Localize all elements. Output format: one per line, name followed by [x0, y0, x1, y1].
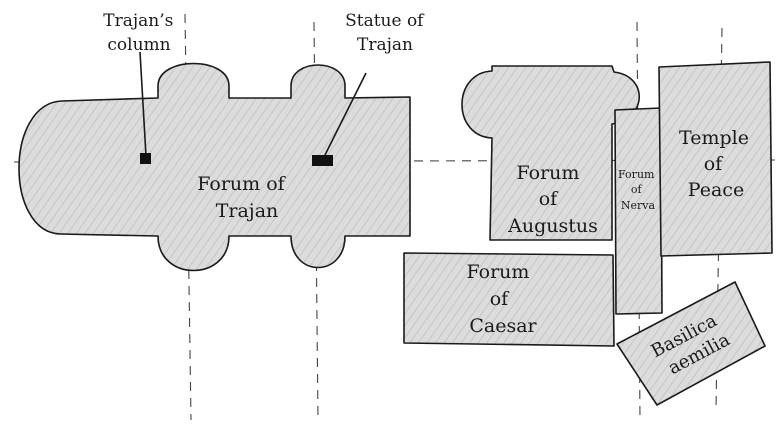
trajans-column-marker [140, 153, 151, 164]
forum-of-trajan-shape [18, 62, 411, 272]
label-trajans-column: Trajan’s column [103, 11, 179, 55]
forum-of-nerva-shape [614, 107, 663, 315]
label-statue-of-trajan: Statue of Trajan [345, 11, 429, 55]
pointer-lines [139, 51, 367, 158]
statue-of-trajan-marker [312, 155, 333, 166]
forum-of-augustus-shape [461, 65, 640, 241]
pointer-statue-of-trajan [323, 72, 367, 158]
label-forum-of-trajan: Forum of Trajan [197, 173, 290, 222]
pointer-trajans-column [139, 51, 147, 157]
label-temple-of-peace: Temple of Peace [679, 127, 755, 201]
label-forum-of-nerva: Forum of Nerva [618, 168, 658, 212]
forum-of-caesar-shape [403, 252, 615, 347]
basilica-aemilia-shape [616, 281, 766, 406]
temple-of-peace-shape [658, 61, 773, 257]
label-forum-of-caesar: Forum of Caesar [467, 261, 538, 337]
label-forum-of-augustus: Forum of Augustus [507, 162, 598, 237]
